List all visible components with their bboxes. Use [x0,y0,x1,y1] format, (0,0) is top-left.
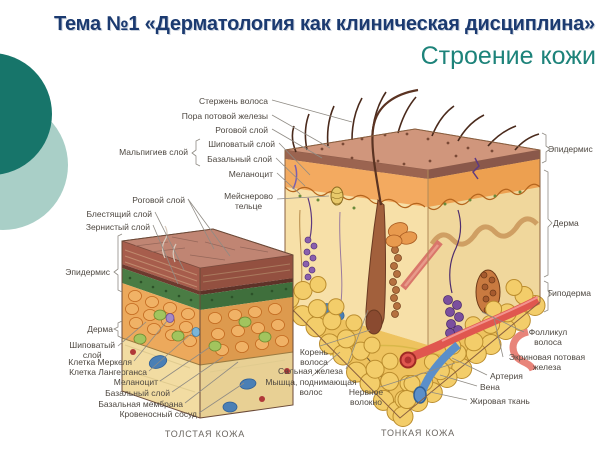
label-epidermis-thick: Эпидермис [65,267,110,277]
caption-thin-skin: ТОНКАЯ КОЖА [381,428,455,438]
hairs [291,88,540,206]
label-melanocyte-thin: Меланоцит [228,169,273,179]
label-basement-membrane: Базальная мембрана [98,399,183,409]
label-sebaceous-gland: Сальная железа [278,366,343,376]
label-malpighian-layer: Мальпигиев слой [119,147,188,157]
label-hypodermis: Гиподерма [548,288,592,298]
thick-skin-block [121,225,294,419]
label-artery: Артерия [490,371,523,381]
label-spinous-thick: Шиповатый слой [69,340,115,361]
hair-follicle [365,199,386,335]
label-arrector-muscle: Мышца, поднимающая волос [265,377,357,398]
merkel-cell [165,313,175,323]
label-hair-follicle: Фолликул волоса [528,327,568,348]
artery [399,296,541,372]
sweat-gland-small [302,197,318,281]
label-nerve-fiber: Нервное волокно [348,387,384,408]
slide-subtitle: Строение кожи [420,42,596,70]
label-basal-thick: Базальный слой [105,388,170,398]
label-fat-tissue: Жировая ткань [470,396,530,406]
label-merkel-cell: Клетка Меркеля [68,357,132,367]
label-vein: Вена [480,382,500,392]
langerhans-cell [191,327,201,337]
sebaceous-gland [385,222,418,248]
label-sweat-pore: Пора потовой железы [181,111,268,121]
sweat-gland-large [443,209,464,338]
pore-dots [320,132,494,166]
slide-title: Тема №1 «Дерматология как клиническая ди… [54,13,595,35]
label-stratum-granulosum: Зернистый слой [85,222,150,232]
label-eccrine-gland: Экриновая потовая железа [508,352,586,373]
melanocyte-cell [208,340,222,352]
meissner-corpuscle [330,186,344,206]
leader-lines [113,99,553,414]
dermal-papillae [429,216,539,247]
label-stratum-corneum-thin: Роговой слой [215,125,268,135]
label-epidermis-thin: Эпидермис [548,144,593,154]
label-stratum-lucidum: Блестящий слой [86,209,152,219]
epidermis-wavy-border [284,183,541,211]
label-melanocyte-thick: Меланоцит [113,377,158,387]
blood-vessels [130,349,290,413]
label-basal-thin: Базальный слой [207,154,272,164]
label-hair-shaft: Стержень волоса [198,96,268,106]
label-hair-root: Корень волоса [299,347,329,368]
caption-thick-skin: ТОЛСТАЯ КОЖА [164,429,246,439]
label-stratum-corneum-thick: Роговой слой [132,195,185,205]
label-langerhans-cell: Клетка Лангерганса [69,367,147,377]
label-dermis-thick: Дерма [87,324,113,334]
label-dermis-thin: Дерма [553,218,579,228]
label-blood-vessel: Кровеносный сосуд [119,409,197,419]
label-spinous-thin: Шиповатый слой [208,139,275,149]
label-meissner-corpuscle: Мейснерово тельце [224,191,273,212]
spinous-cells [125,290,289,356]
coiled-duct [389,246,402,318]
